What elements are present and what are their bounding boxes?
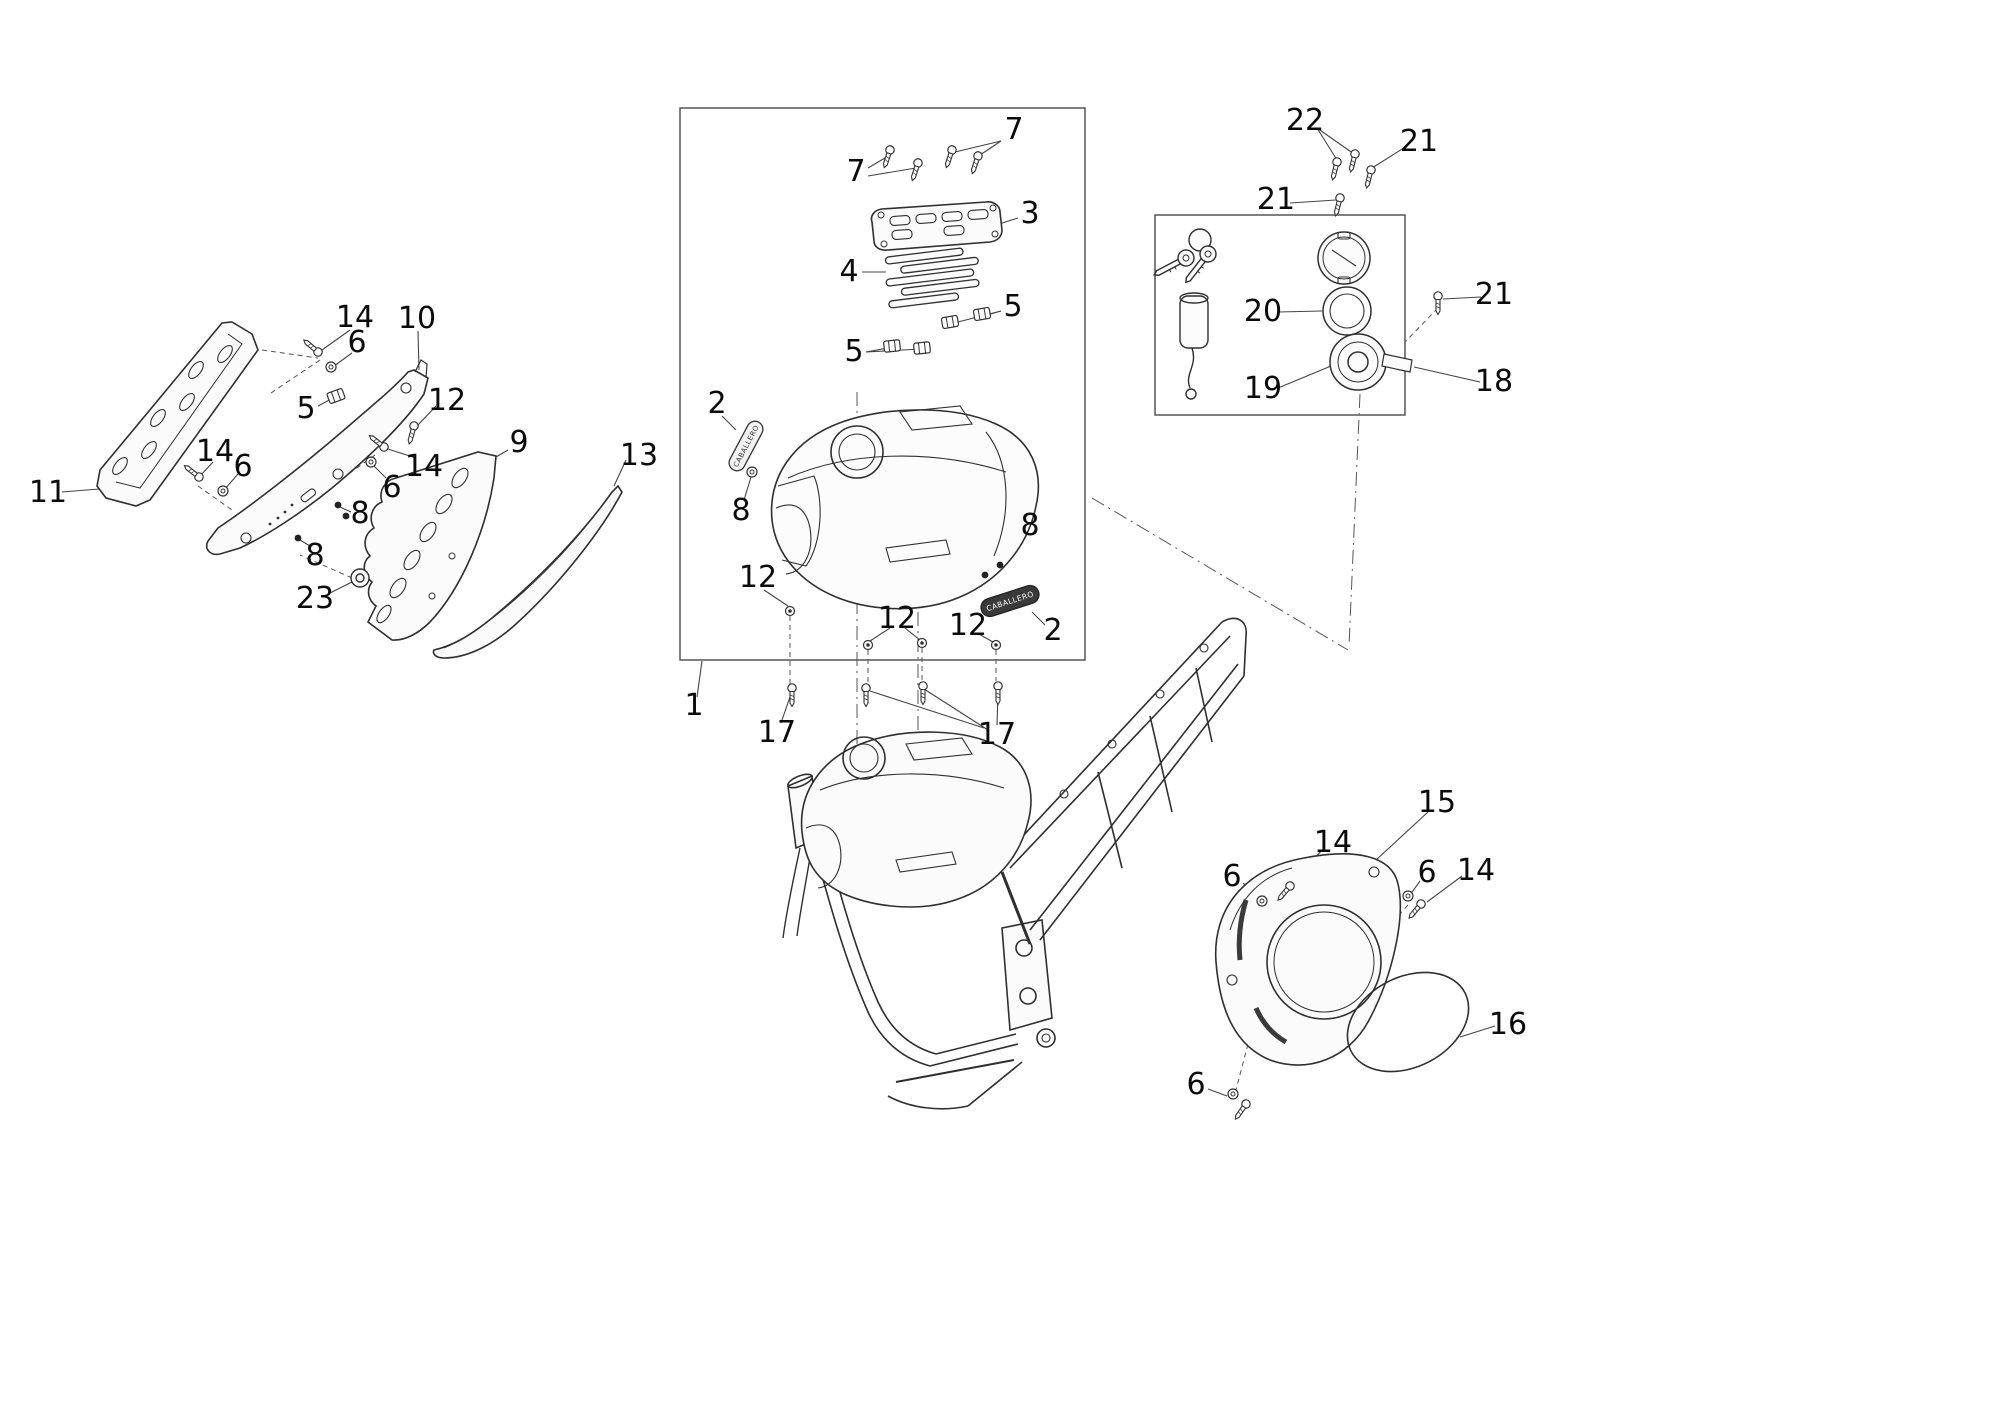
part-label-7: 7 [1004, 112, 1024, 147]
fuel-tank-drawing [770, 405, 1040, 610]
key-set-drawing [1153, 228, 1217, 284]
part-label-21: 21 [1256, 182, 1296, 217]
heat-shield-drawing [363, 451, 497, 641]
lock-set-box [1154, 214, 1406, 416]
part-label-21: 21 [1399, 124, 1439, 159]
lock-cylinder-drawing [1179, 292, 1209, 400]
main-parts-box [679, 107, 1086, 661]
part-label-17: 17 [977, 717, 1017, 752]
part-label-3: 3 [1020, 196, 1040, 231]
mount-bracket-drawing [205, 359, 429, 556]
leader-lines-dashed [197, 307, 1439, 1091]
part-label-21: 21 [1474, 277, 1514, 312]
footrest-plate-drawing [96, 321, 259, 507]
part-label-8: 8 [350, 496, 370, 531]
tank-rack-drawing [870, 201, 1003, 251]
part-label-11: 11 [28, 475, 68, 510]
part-label-12: 12 [738, 560, 778, 595]
part-label-6: 6 [347, 325, 367, 360]
part-label-14: 14 [404, 449, 444, 484]
part-label-15: 15 [1417, 785, 1457, 820]
part-label-6: 6 [233, 449, 253, 484]
part-label-14: 14 [195, 434, 235, 469]
part-label-12: 12 [877, 601, 917, 636]
part-label-23: 23 [295, 581, 335, 616]
part-label-18: 18 [1474, 364, 1514, 399]
part-label-7: 7 [846, 154, 866, 189]
part-label-1: 1 [684, 688, 704, 723]
part-label-2: 2 [707, 386, 727, 421]
cap-seal-ring-drawing [1322, 286, 1372, 336]
part-label-22: 22 [1285, 103, 1325, 138]
part-label-8: 8 [1020, 508, 1040, 543]
part-label-14: 14 [1456, 853, 1496, 888]
part-label-12: 12 [948, 608, 988, 643]
part-label-12: 12 [427, 383, 467, 418]
part-label-14: 14 [335, 300, 375, 335]
part-label-19: 19 [1243, 371, 1283, 406]
rubber-pads-drawing [884, 247, 980, 309]
part-label-9: 9 [509, 425, 529, 460]
fuel-cap-drawing [1317, 231, 1371, 285]
part-label-8: 8 [731, 493, 751, 528]
part-label-8: 8 [305, 538, 325, 573]
part-label-10: 10 [397, 301, 437, 336]
part-label-6: 6 [382, 470, 402, 505]
part-label-6: 6 [1186, 1067, 1206, 1102]
cap-base-drawing [1329, 333, 1413, 391]
frame-drawing [782, 617, 1247, 1110]
part-label-17: 17 [757, 715, 797, 750]
frame-tank-drawing [800, 731, 1032, 908]
trim-strip-drawing [432, 484, 623, 659]
part-label-6: 6 [1222, 859, 1242, 894]
part-label-5: 5 [296, 391, 316, 426]
badge-right-drawing: CABALLERO [980, 584, 1040, 618]
grommet-23-drawing [350, 568, 370, 588]
part-label-5: 5 [1003, 289, 1023, 324]
part-label-16: 16 [1488, 1007, 1528, 1042]
part-label-5: 5 [844, 334, 864, 369]
cover-gasket-oval-drawing [1346, 971, 1470, 1073]
part-label-14: 14 [1313, 825, 1353, 860]
part-label-4: 4 [839, 254, 859, 289]
part-label-20: 20 [1243, 294, 1283, 329]
part-label-13: 13 [619, 438, 659, 473]
part-label-2: 2 [1043, 613, 1063, 648]
part-label-6: 6 [1417, 855, 1437, 890]
